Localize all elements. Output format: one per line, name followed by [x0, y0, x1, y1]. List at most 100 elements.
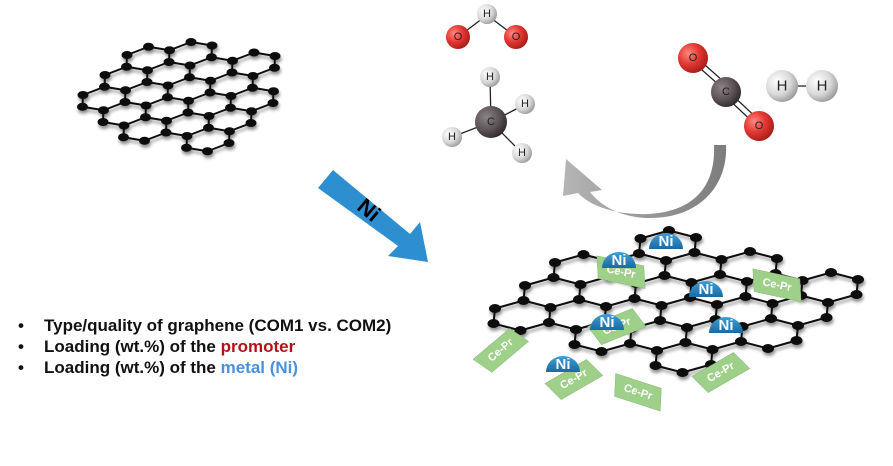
- carbon-atom: [792, 321, 804, 330]
- carbon-atom: [715, 255, 728, 264]
- carbon-atom: [820, 313, 833, 322]
- carbon-atom: [99, 71, 111, 79]
- carbon-atom: [654, 316, 666, 325]
- carbon-atom: [649, 361, 662, 370]
- bullet-text: Type/quality of graphene (COM1 vs. COM2): [44, 316, 392, 335]
- carbon-atom: [225, 92, 237, 100]
- ni-nanoparticle: Ni: [602, 252, 636, 269]
- carbon-atom: [140, 113, 151, 122]
- carbon-atom: [118, 133, 129, 142]
- metal-highlight: metal (Ni): [220, 358, 299, 377]
- carbon-atom: [269, 52, 281, 60]
- carbon-atom: [118, 121, 130, 130]
- molecule-methane: C H H H H: [442, 67, 535, 163]
- carbon-atom: [142, 66, 153, 75]
- carbon-atom: [164, 46, 175, 55]
- carbon-atom: [248, 48, 260, 57]
- carbon-atom: [225, 103, 236, 112]
- hydrogen-atom: [442, 127, 462, 147]
- bullet-text: Loading (wt.%) of the: [44, 358, 221, 377]
- arrow-shape: [318, 170, 428, 262]
- carbon-atom: [714, 270, 726, 279]
- carbon-atom: [246, 107, 257, 116]
- molecule-co2: O C O: [678, 43, 774, 141]
- carbon-atom: [595, 347, 608, 356]
- bullet-item: •Loading (wt.%) of the promoter: [18, 336, 391, 357]
- oxygen-atom: [446, 25, 470, 49]
- carbon-atom: [141, 78, 153, 86]
- atom-label: C: [487, 116, 495, 128]
- carbon-atom: [247, 72, 259, 80]
- carbon-atom: [205, 76, 216, 85]
- carbon-atom: [161, 116, 172, 125]
- carbon-atom: [681, 323, 693, 332]
- carbon-atom: [143, 42, 154, 51]
- carbon-atom: [120, 86, 131, 95]
- bullet-text: Loading (wt.%) of the: [44, 337, 221, 356]
- carbon-atom: [822, 298, 834, 307]
- carbon-atom: [574, 280, 587, 289]
- carbon-atom: [99, 82, 110, 91]
- ni-nanoparticle: Ni: [709, 317, 743, 334]
- atom-label: O: [512, 31, 521, 43]
- ce-pr-promoter-plate: Ce-Pr: [691, 352, 751, 393]
- carbon-atom: [245, 119, 257, 127]
- ni-label: Ni: [612, 252, 627, 269]
- carbon-atom: [711, 77, 741, 107]
- atom-label: H: [448, 131, 456, 143]
- carbon-atom: [185, 38, 197, 46]
- carbon-atom: [685, 278, 698, 287]
- ce-pr-promoter-plate: Ce-Pr: [752, 268, 802, 302]
- carbon-atom: [206, 53, 217, 62]
- carbon-atom: [160, 128, 172, 137]
- oxygen-atom: [744, 111, 774, 141]
- carbon-atom: [628, 294, 641, 303]
- carbon-atom: [825, 268, 837, 277]
- carbon-atom: [77, 102, 88, 111]
- carbon-atom: [487, 319, 500, 328]
- carbon-atom: [739, 292, 752, 301]
- hydrogen-atom: [480, 67, 500, 87]
- bullet-item: •Type/quality of graphene (COM1 vs. COM2…: [18, 315, 391, 336]
- carbon-atom: [655, 301, 668, 310]
- carbon-atom: [77, 91, 89, 99]
- carbon-atom: [204, 88, 216, 97]
- carbon-atom: [119, 98, 131, 106]
- carbon-atom: [162, 81, 174, 90]
- carbon-atom: [766, 299, 779, 308]
- graphene-sheet-pristine: [77, 38, 281, 156]
- carbon-atom: [202, 147, 213, 156]
- carbon-atom: [600, 302, 612, 311]
- carbon-atom: [765, 314, 777, 323]
- carbon-atom: [573, 295, 585, 304]
- carbon-atom: [688, 248, 701, 257]
- carbon-atom: [223, 139, 235, 147]
- carbon-atom: [184, 61, 196, 70]
- parameter-list: •Type/quality of graphene (COM1 vs. COM2…: [18, 315, 391, 378]
- atom-label: O: [755, 120, 764, 132]
- carbon-atom: [206, 41, 218, 50]
- hydrogen-atom: [512, 143, 532, 163]
- carbon-atom: [570, 325, 582, 334]
- ni-nanoparticle: Ni: [689, 281, 723, 298]
- ni-nanoparticle: Ni: [546, 356, 580, 373]
- carbon-atom: [181, 132, 193, 140]
- carbon-atom: [268, 87, 279, 96]
- carbon-atom: [519, 281, 531, 290]
- carbon-atom: [660, 256, 672, 265]
- hydrogen-atom: [806, 70, 838, 102]
- hydrogen-atom: [766, 70, 798, 102]
- carbon-atom: [98, 106, 109, 115]
- atom-label: C: [722, 86, 730, 98]
- promoter-highlight: promoter: [220, 337, 296, 356]
- carbon-atom: [577, 250, 590, 259]
- carbon-atom: [547, 273, 560, 282]
- carbon-atom: [690, 233, 702, 242]
- carbon-atom: [543, 318, 555, 327]
- carbon-atom: [790, 336, 803, 345]
- atom-label: O: [689, 52, 698, 64]
- ni-label: Ni: [556, 356, 571, 373]
- atom-label: H: [483, 8, 491, 20]
- carbon-atom: [679, 338, 692, 347]
- carbon-atom: [706, 345, 719, 354]
